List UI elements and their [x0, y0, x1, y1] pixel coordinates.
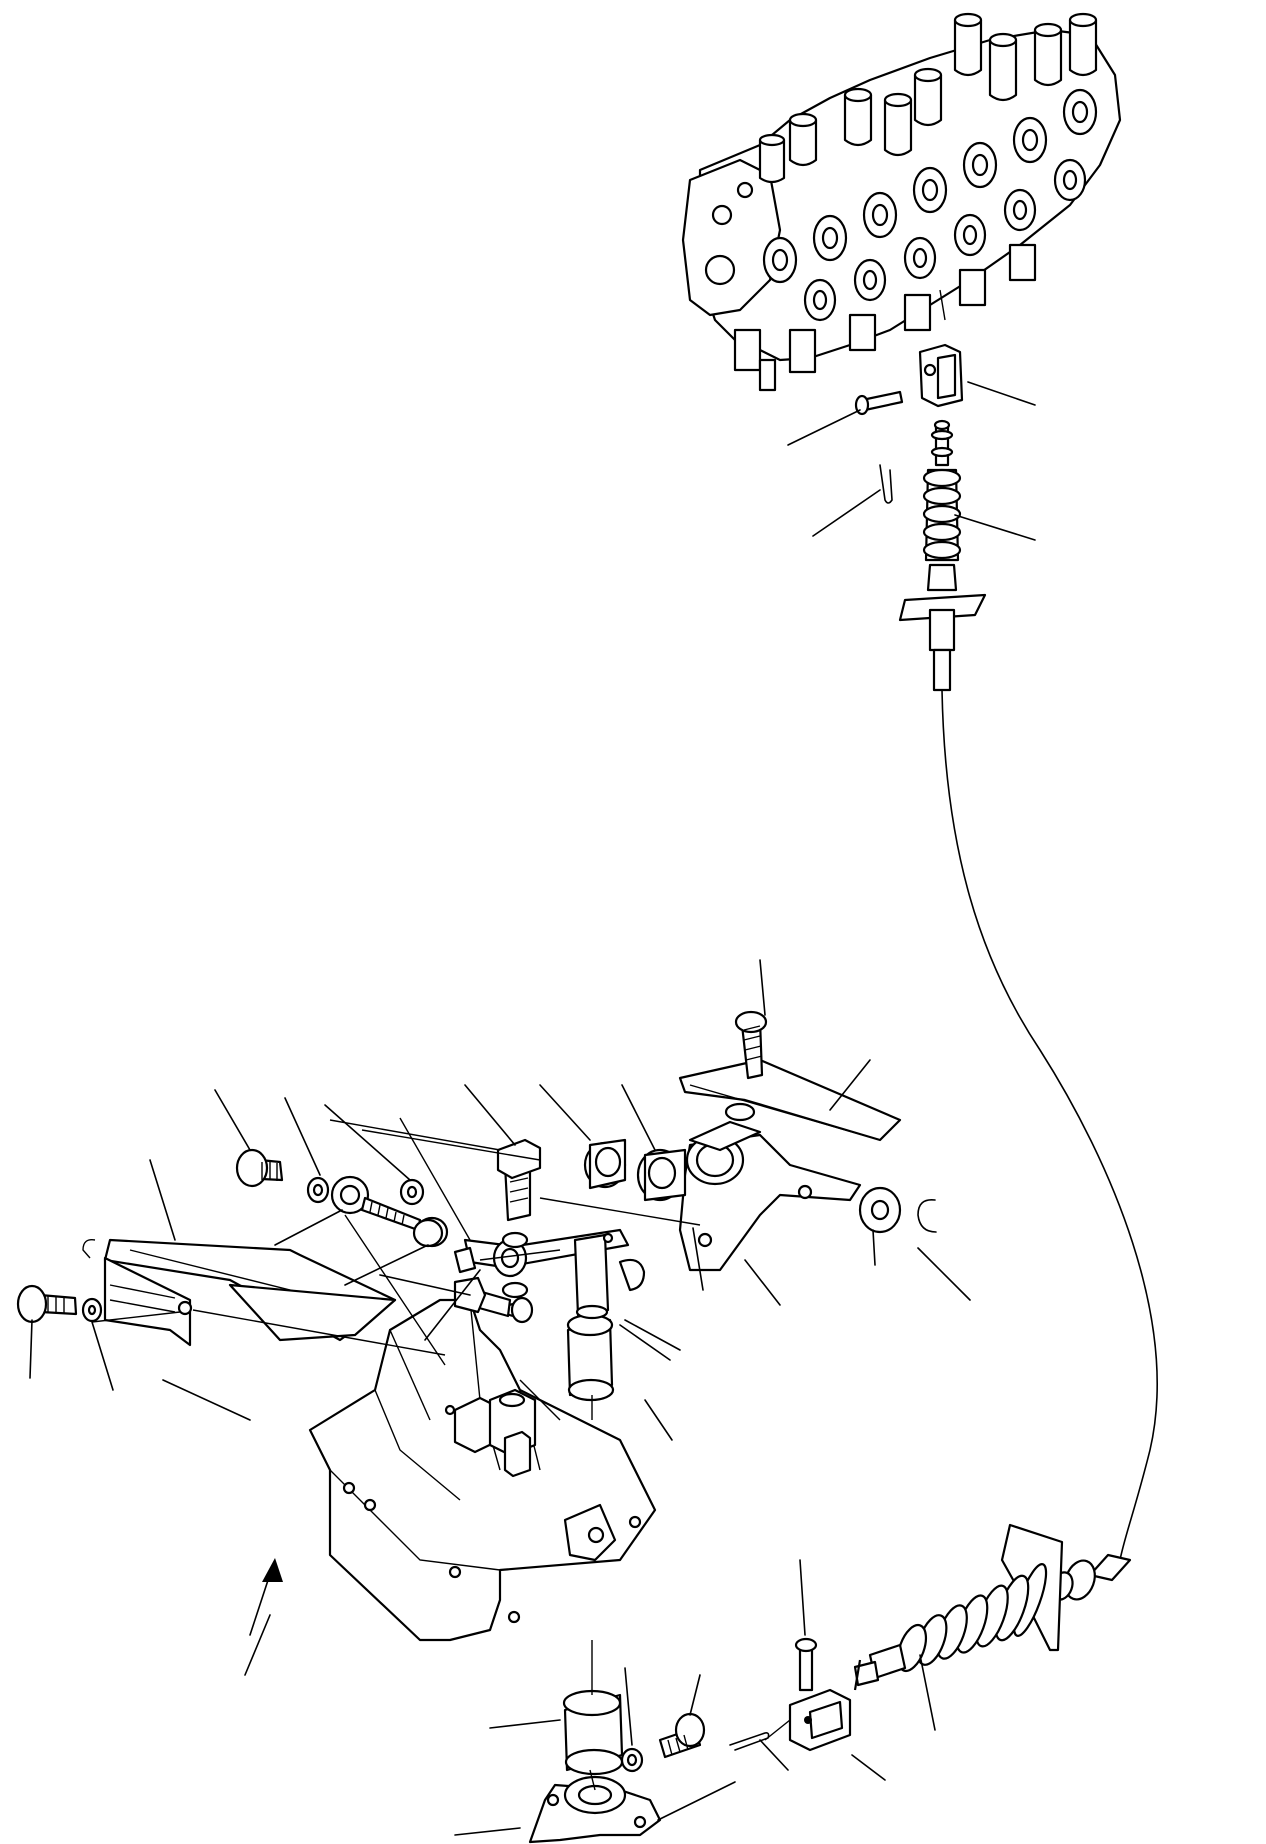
pedal [83, 1240, 395, 1345]
bellcrank-lever [680, 1122, 860, 1270]
leader-lines [30, 382, 1035, 1835]
control-cable [942, 690, 1157, 1560]
cover-plate [680, 1060, 900, 1140]
cable-end-bottom [855, 1525, 1130, 1690]
clevis-bottom [790, 1639, 850, 1750]
cotter-pin-top [880, 465, 892, 503]
pedal-bracket [310, 1300, 655, 1640]
assembly-axis-lines [92, 1118, 790, 1790]
control-valve-bank [683, 14, 1120, 390]
cotter-pin-bottom [730, 1733, 769, 1750]
clevis-pin-top [856, 392, 902, 414]
valve-clevis-top [920, 345, 962, 406]
bushings [564, 1140, 685, 1774]
screws-washers [18, 1012, 936, 1771]
bottom-lever [530, 1777, 660, 1842]
arrow-head [262, 1558, 283, 1582]
cable-end-top [900, 421, 985, 690]
